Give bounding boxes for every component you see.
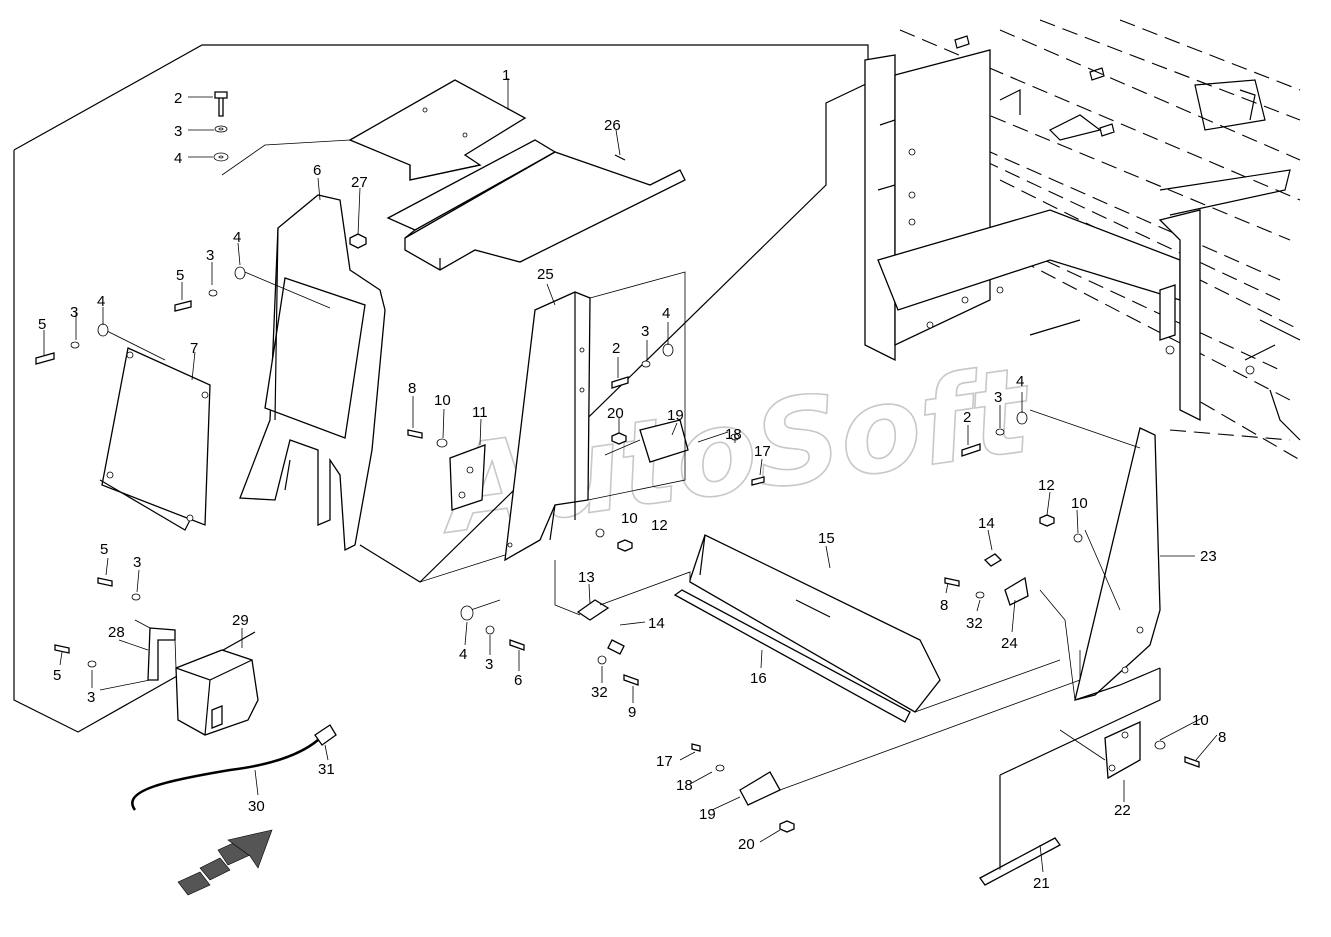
callout-30: 30 — [248, 798, 265, 815]
callout-3: 3 — [87, 689, 95, 706]
part-16-strip — [673, 589, 911, 723]
callout-17: 17 — [754, 443, 771, 460]
callout-4: 4 — [174, 150, 182, 167]
direction-arrow-icon — [177, 829, 273, 896]
callout-3: 3 — [641, 323, 649, 340]
part-13-bracket — [576, 599, 610, 621]
callout-5: 5 — [176, 267, 184, 284]
callout-5: 5 — [38, 316, 46, 333]
callout-24: 24 — [1001, 635, 1018, 652]
callout-29: 29 — [232, 612, 249, 629]
callout-10: 10 — [434, 392, 451, 409]
callout-8: 8 — [940, 597, 948, 614]
part-29-tank — [175, 649, 259, 736]
callout-19: 19 — [667, 407, 684, 424]
callout-32: 32 — [591, 684, 608, 701]
part-23-bracket — [1074, 427, 1161, 701]
part-22-plate — [1104, 720, 1141, 780]
part-19-bracket-lower — [739, 771, 781, 806]
callout-4: 4 — [97, 293, 105, 310]
part-31-fitting — [314, 724, 337, 746]
part-21-strip — [979, 837, 1061, 886]
callout-12: 12 — [651, 517, 668, 534]
callout-3: 3 — [70, 304, 78, 321]
callout-14: 14 — [978, 515, 995, 532]
callout-26: 26 — [604, 117, 621, 134]
callout-4: 4 — [1016, 373, 1024, 390]
callout-4: 4 — [459, 646, 467, 663]
part-19-bracket-upper — [639, 419, 689, 463]
callout-labels: 1 2 3 4 26 6 27 5 3 4 5 3 4 7 25 2 3 4 8… — [38, 67, 1226, 892]
callout-10: 10 — [621, 510, 638, 527]
callout-25: 25 — [537, 266, 554, 283]
callout-21: 21 — [1033, 875, 1050, 892]
callout-3: 3 — [206, 247, 214, 264]
callout-8: 8 — [1218, 729, 1226, 746]
part-28-bracket — [147, 627, 176, 681]
callout-7: 7 — [190, 340, 198, 357]
callout-20: 20 — [738, 836, 755, 853]
callout-1: 1 — [502, 67, 510, 84]
callout-5: 5 — [100, 541, 108, 558]
callout-14: 14 — [648, 615, 665, 632]
part-11-plate — [449, 444, 486, 511]
machine-frame — [864, 19, 1301, 461]
callout-20: 20 — [607, 405, 624, 422]
callout-18: 18 — [676, 777, 693, 794]
callout-4: 4 — [662, 305, 670, 322]
assembly-lines — [99, 139, 1141, 870]
bolt-2a — [214, 91, 228, 117]
callout-32: 32 — [966, 615, 983, 632]
callout-10: 10 — [1071, 495, 1088, 512]
part-30-hose — [131, 739, 319, 811]
callout-3: 3 — [133, 554, 141, 571]
callout-19: 19 — [699, 806, 716, 823]
callout-12: 12 — [1038, 477, 1055, 494]
callout-23: 23 — [1200, 548, 1217, 565]
callout-4: 4 — [233, 229, 241, 246]
callout-3: 3 — [994, 389, 1002, 406]
part-7-plate — [101, 347, 211, 526]
callout-18: 18 — [725, 426, 742, 443]
fasteners — [35, 91, 1200, 833]
callout-15: 15 — [818, 530, 835, 547]
callout-3: 3 — [485, 656, 493, 673]
callout-6: 6 — [313, 162, 321, 179]
callout-2: 2 — [174, 90, 182, 107]
callout-10: 10 — [1192, 712, 1209, 729]
part-25-bracket — [504, 291, 591, 562]
callout-3: 3 — [174, 123, 182, 140]
callout-9: 9 — [628, 704, 636, 721]
assembly-boundary — [13, 44, 1161, 870]
callout-31: 31 — [318, 761, 335, 778]
callout-28: 28 — [108, 624, 125, 641]
callout-22: 22 — [1114, 802, 1131, 819]
callout-2: 2 — [963, 409, 971, 426]
callout-8: 8 — [408, 380, 416, 397]
callout-16: 16 — [750, 670, 767, 687]
callout-2: 2 — [612, 340, 620, 357]
callout-11: 11 — [472, 404, 488, 421]
callout-13: 13 — [578, 569, 595, 586]
callout-6: 6 — [514, 672, 522, 689]
part-24-bracket — [1004, 576, 1029, 606]
callout-5: 5 — [53, 667, 61, 684]
callout-27: 27 — [351, 174, 368, 191]
leader-lines — [43, 78, 1218, 873]
callout-17: 17 — [656, 753, 673, 770]
